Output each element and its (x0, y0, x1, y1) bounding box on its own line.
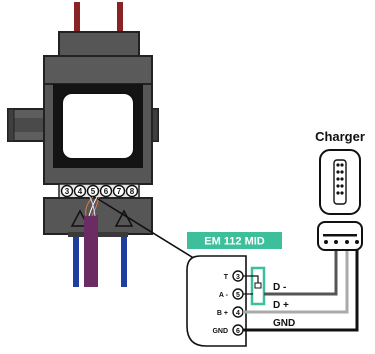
warning-triangle-icon (114, 209, 134, 227)
charger-title: Charger (315, 129, 365, 144)
pin-number: 3 (236, 274, 240, 281)
wire-label-gnd: GND (273, 318, 295, 329)
pin-signal: A - (219, 292, 229, 299)
pin-number: 6 (236, 328, 240, 335)
meter-label: EM 112 MID (204, 236, 265, 248)
meter-label-badge: EM 112 MID (187, 232, 282, 249)
wire-label-d-minus: D - (273, 282, 286, 293)
connector-zoom: T 3 A - 5 B + 4 GND 6 (186, 255, 266, 347)
wire-label-d-plus: D + (273, 300, 289, 311)
charger-port (319, 149, 361, 215)
terminal-numbers: 3 4 5 6 7 8 (60, 184, 139, 198)
callout-line (97, 198, 201, 263)
pin-signal: T (224, 274, 229, 281)
pin-signal: GND (212, 328, 228, 335)
bus-wires (243, 249, 359, 332)
wire-gnd (243, 249, 359, 332)
pin-number: 4 (236, 310, 240, 317)
terminal-number: 7 (117, 187, 122, 196)
charger-bus-connector (317, 221, 363, 251)
wire-d-plus (243, 249, 349, 314)
bottom-cables (73, 196, 127, 287)
terminal-number: 8 (130, 187, 135, 196)
wire-d-minus (264, 249, 338, 296)
terminal-number: 3 (65, 187, 70, 196)
terminal-number: 5 (91, 187, 96, 196)
meter-display (61, 92, 135, 160)
terminal-number: 4 (78, 187, 83, 196)
bracket-highlight (250, 266, 266, 306)
top-supply-wires (74, 2, 123, 32)
pin-number: 5 (236, 292, 240, 299)
terminal-number: 6 (104, 187, 109, 196)
energy-meter-device (43, 31, 153, 237)
pin-signal: B + (217, 310, 228, 317)
